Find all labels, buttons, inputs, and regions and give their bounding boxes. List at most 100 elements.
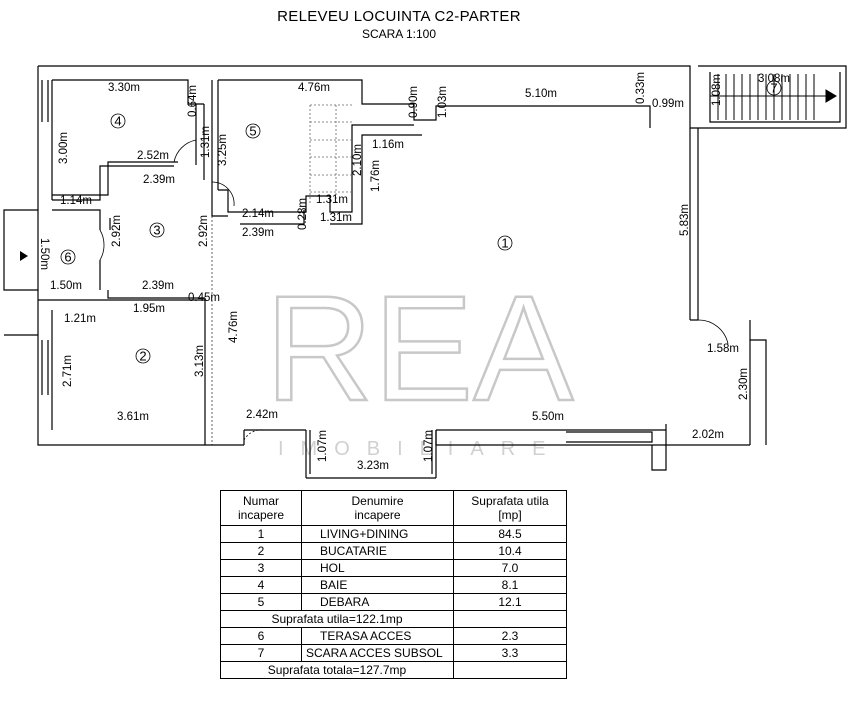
watermark-brand: REA (265, 264, 573, 432)
legend-num: 3 (220, 559, 302, 577)
legend-row: 3 HOL 7.0 (220, 559, 567, 577)
dim-label: 2.52m (137, 150, 169, 162)
room-number-6: 6 (64, 250, 71, 265)
legend-total: Suprafata totala=127.7mp (220, 661, 454, 679)
dim-label: 4.76m (228, 311, 240, 343)
doors (99, 139, 729, 441)
dim-label: 2.10m (352, 144, 364, 176)
dim-label: 0.28m (297, 198, 309, 230)
legend-header-name: Denumire incapere (301, 490, 454, 526)
dim-label: 1.50m (38, 238, 50, 270)
dim-label: 1.31m (200, 126, 212, 158)
room-number-7: 7 (770, 81, 777, 96)
legend-total-row: Suprafata totala=127.7mp (220, 661, 567, 679)
legend-row: 5 DEBARA 12.1 (220, 593, 567, 611)
dim-label: 5.83m (679, 204, 691, 236)
dim-label: 2.39m (242, 227, 274, 239)
dim-label: 2.39m (142, 280, 174, 292)
dim-label: 3.08m (758, 73, 790, 85)
dim-label: 3.23m (357, 460, 389, 472)
legend-name: BUCATARIE (301, 542, 454, 560)
legend-num: 1 (220, 525, 302, 543)
dim-label: 2.92m (198, 215, 210, 247)
room-number-4: 4 (114, 114, 121, 129)
legend-header-area: Suprafata utila [mp] (453, 490, 567, 526)
legend-area: 84.5 (453, 525, 567, 543)
legend-row: 4 BAIE 8.1 (220, 576, 567, 594)
legend-area: 3.3 (453, 644, 567, 662)
legend-area: 2.3 (453, 627, 567, 645)
legend-area: 7.0 (453, 559, 567, 577)
dim-label: 3.61m (117, 411, 149, 423)
legend-name: DEBARA (301, 593, 454, 611)
dim-label: 1.08m (711, 74, 723, 106)
dim-label: 2.92m (111, 215, 123, 247)
room-legend-table: Numar incapere Denumire incapere Suprafa… (220, 490, 567, 679)
dim-label: 2.42m (246, 409, 278, 421)
entrance-arrow (20, 251, 28, 261)
legend-subtotal-row: Suprafata utila=122.1mp (220, 610, 567, 628)
dim-label: 1.07m (423, 430, 435, 462)
legend-name: BAIE (301, 576, 454, 594)
legend-row: 6 TERASA ACCES 2.3 (220, 627, 567, 645)
room-number-3: 3 (153, 223, 160, 238)
legend-num: 7 (220, 644, 302, 662)
legend-name: LIVING+DINING (301, 525, 454, 543)
dim-label: 1.31m (320, 212, 352, 224)
legend-area: 8.1 (453, 576, 567, 594)
dim-label: 0.90m (408, 86, 420, 118)
legend-header-row: Numar incapere Denumire incapere Suprafa… (220, 490, 567, 526)
dim-label: 4.76m (298, 82, 330, 94)
watermark-logo: REA IMOBILIARE (264, 263, 575, 460)
room-number-2: 2 (139, 349, 146, 364)
legend-area: 12.1 (453, 593, 567, 611)
watermark-tagline: IMOBILIARE (278, 438, 562, 460)
dim-label: 0.99m (652, 98, 684, 110)
dim-label: 5.50m (532, 411, 564, 423)
dimensions-horizontal: 3.30m 4.76m 5.10m 0.99m 3.08m 1.16m 2.52… (50, 73, 790, 472)
stairs-basement (710, 74, 837, 120)
dim-label: 2.14m (242, 208, 274, 220)
dim-label: 3.30m (108, 82, 140, 94)
page-title: RELEVEU LOCUINTA C2-PARTER (277, 8, 521, 25)
dim-label: 1.07m (317, 430, 329, 462)
dimensions-vertical: 0.64m 0.90m 1.03m 0.33m 1.08m 3.00m 1.31… (38, 72, 750, 462)
legend-row: 2 BUCATARIE 10.4 (220, 542, 567, 560)
dim-label: 1.58m (707, 343, 739, 355)
page-subtitle: SCARA 1:100 (361, 27, 437, 41)
legend-name: TERASA ACCES (301, 627, 454, 645)
dim-label: 3.13m (194, 345, 206, 377)
floor-plan: REA IMOBILIARE (3, 65, 847, 479)
legend-num: 5 (220, 593, 302, 611)
walls (3, 65, 847, 479)
legend-header-num: Numar incapere (220, 490, 302, 526)
dim-label: 1.21m (64, 313, 96, 325)
dim-label: 1.31m (316, 194, 348, 206)
legend-subtotal-empty (453, 610, 567, 628)
dim-label: 5.10m (525, 88, 557, 100)
room-number-1: 1 (501, 236, 508, 251)
legend-name: HOL (301, 559, 454, 577)
dim-label: 2.30m (738, 368, 750, 400)
room-numbers: 1 2 3 4 5 6 7 (60, 81, 782, 364)
dim-label: 1.76m (370, 160, 382, 192)
dim-label: 2.71m (62, 355, 74, 387)
dim-label: 1.16m (372, 139, 404, 151)
dim-label: 2.02m (692, 429, 724, 441)
dim-label: 1.14m (60, 195, 92, 207)
dim-label: 0.33m (635, 72, 647, 104)
stairs-storage (309, 104, 352, 205)
legend-total-empty (453, 661, 567, 679)
dim-label: 1.95m (133, 303, 165, 315)
dim-label: 0.64m (187, 85, 199, 117)
dim-label: 1.03m (437, 86, 449, 118)
dim-label: 2.39m (143, 174, 175, 186)
legend-num: 6 (220, 627, 302, 645)
dim-label: 3.25m (217, 134, 229, 166)
dim-label: 0.45m (188, 292, 220, 304)
legend-num: 4 (220, 576, 302, 594)
legend-row: 1 LIVING+DINING 84.5 (220, 525, 567, 543)
legend-row: 7 SCARA ACCES SUBSOL 3.3 (220, 644, 567, 662)
legend-num: 2 (220, 542, 302, 560)
room-number-5: 5 (249, 124, 256, 139)
